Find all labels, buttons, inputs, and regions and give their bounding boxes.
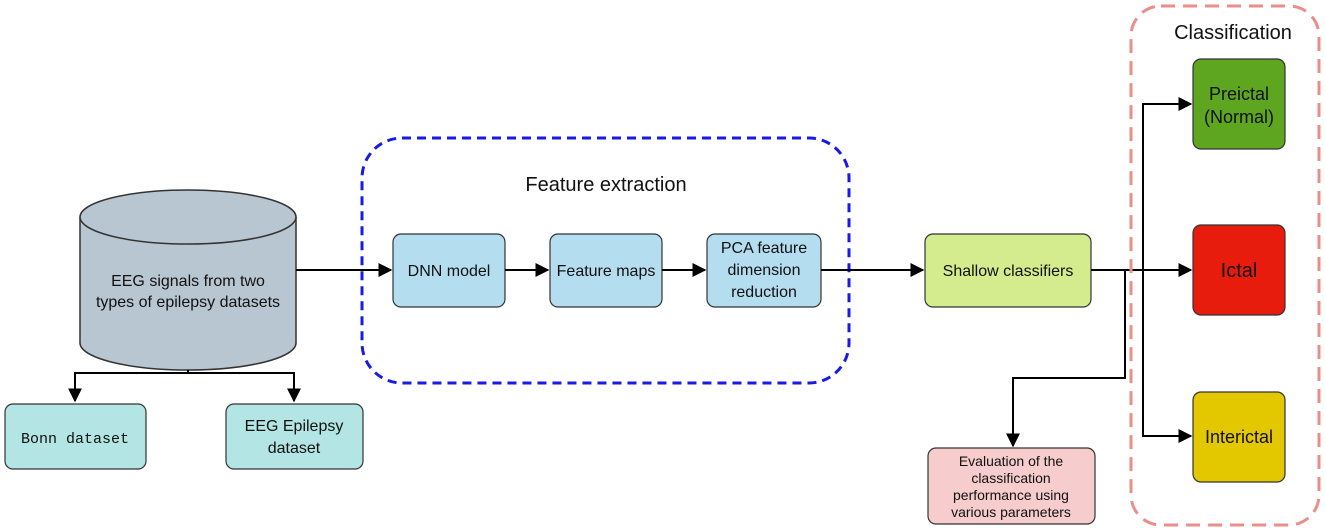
ictal-rect bbox=[1192, 224, 1286, 316]
eeg-epilepsy-dataset-line1: EEG Epilepsy bbox=[245, 418, 344, 435]
bonn-dataset-rect bbox=[4, 403, 147, 470]
database-label-line1: EEG signals from two bbox=[111, 273, 265, 290]
evaluation-line2: classification bbox=[971, 470, 1050, 486]
feature-extraction-group bbox=[360, 136, 851, 385]
interictal-box: Interictal bbox=[1192, 391, 1286, 483]
edge-db-split bbox=[68, 370, 189, 403]
classification-title: Classification bbox=[1174, 22, 1292, 44]
eeg-epilepsy-dataset-line2: dataset bbox=[268, 440, 321, 457]
edge-db-split-right bbox=[188, 372, 301, 403]
feature-extraction-title: Feature extraction bbox=[525, 174, 686, 196]
evaluation-line1: Evaluation of the bbox=[959, 453, 1064, 469]
eeg-database-cylinder: EEG signals from two types of epilepsy d… bbox=[79, 189, 297, 371]
preictal-label-line1: Preictal bbox=[1209, 84, 1269, 104]
edge-to-evaluation bbox=[1006, 270, 1126, 448]
pca-label-line3: reduction bbox=[731, 284, 797, 301]
ictal-box: Ictal bbox=[1192, 224, 1286, 316]
dnn-model-box: DNN model bbox=[392, 233, 506, 308]
shallow-classifiers-box: Shallow classifiers bbox=[924, 233, 1092, 308]
bonn-dataset-label: Bonn dataset bbox=[21, 431, 129, 448]
pca-label-line2: dimension bbox=[728, 262, 801, 279]
database-label-line2: types of epilepsy datasets bbox=[96, 294, 280, 311]
preictal-box: Preictal (Normal) bbox=[1192, 58, 1286, 150]
feature-maps-box: Feature maps bbox=[549, 233, 663, 308]
edge-to-interictal bbox=[1142, 270, 1193, 443]
interictal-label: Interictal bbox=[1205, 427, 1273, 447]
cylinder-top bbox=[79, 189, 297, 245]
shallow-classifiers-label: Shallow classifiers bbox=[943, 263, 1074, 280]
preictal-label-line2: (Normal) bbox=[1204, 107, 1274, 127]
pca-label-line1: PCA feature bbox=[721, 240, 807, 257]
evaluation-line3: performance using bbox=[953, 487, 1069, 503]
pca-box: PCA feature dimension reduction bbox=[706, 233, 822, 308]
classification-group bbox=[1129, 4, 1321, 527]
ictal-label: Ictal bbox=[1221, 260, 1258, 282]
eeg-epilepsy-dataset-box: EEG Epilepsy dataset bbox=[225, 403, 364, 470]
evaluation-line4: various parameters bbox=[951, 504, 1071, 520]
edge-to-preictal bbox=[1142, 97, 1193, 270]
preictal-rect bbox=[1192, 58, 1286, 150]
interictal-rect bbox=[1192, 391, 1286, 483]
evaluation-box: Evaluation of the classification perform… bbox=[927, 447, 1096, 525]
dnn-model-label: DNN model bbox=[408, 263, 491, 280]
eeg-epilepsy-dataset-rect bbox=[225, 403, 364, 470]
feature-maps-label: Feature maps bbox=[557, 263, 656, 280]
evaluation-rect bbox=[927, 447, 1096, 525]
bonn-dataset-box: Bonn dataset bbox=[4, 403, 147, 470]
